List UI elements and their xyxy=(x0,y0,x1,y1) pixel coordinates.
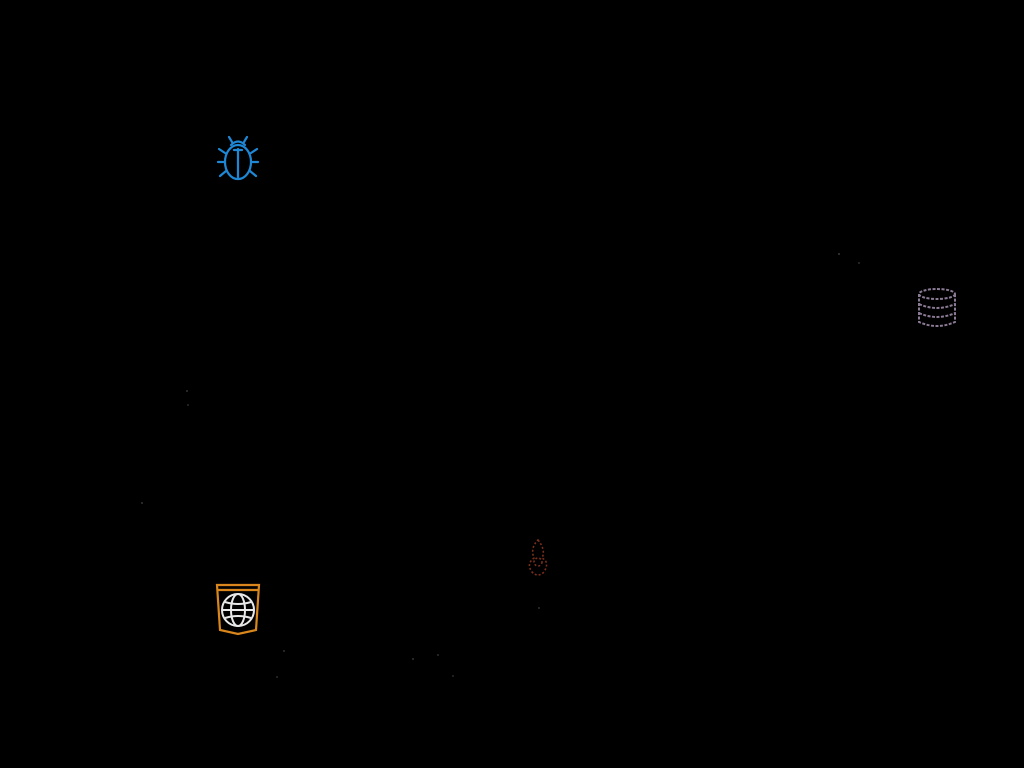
database-icon[interactable] xyxy=(912,286,962,330)
noise-speck xyxy=(538,607,540,609)
noise-speck xyxy=(283,650,285,652)
spark-icon[interactable] xyxy=(522,536,554,580)
noise-speck xyxy=(141,502,143,504)
spark-icon-graphic xyxy=(528,538,548,576)
noise-speck xyxy=(858,262,860,264)
noise-speck xyxy=(437,654,439,656)
bug-icon-graphic xyxy=(216,135,260,181)
noise-speck xyxy=(838,253,840,255)
bug-icon[interactable] xyxy=(213,133,263,185)
noise-speck xyxy=(412,658,414,660)
database-icon-graphic xyxy=(918,288,956,327)
noise-speck xyxy=(276,676,278,678)
noise-speck xyxy=(186,390,188,392)
noise-speck xyxy=(452,675,454,677)
web-globe-icon[interactable] xyxy=(212,580,264,636)
web-globe-icon-graphic xyxy=(215,583,261,636)
noise-speck xyxy=(187,404,189,406)
